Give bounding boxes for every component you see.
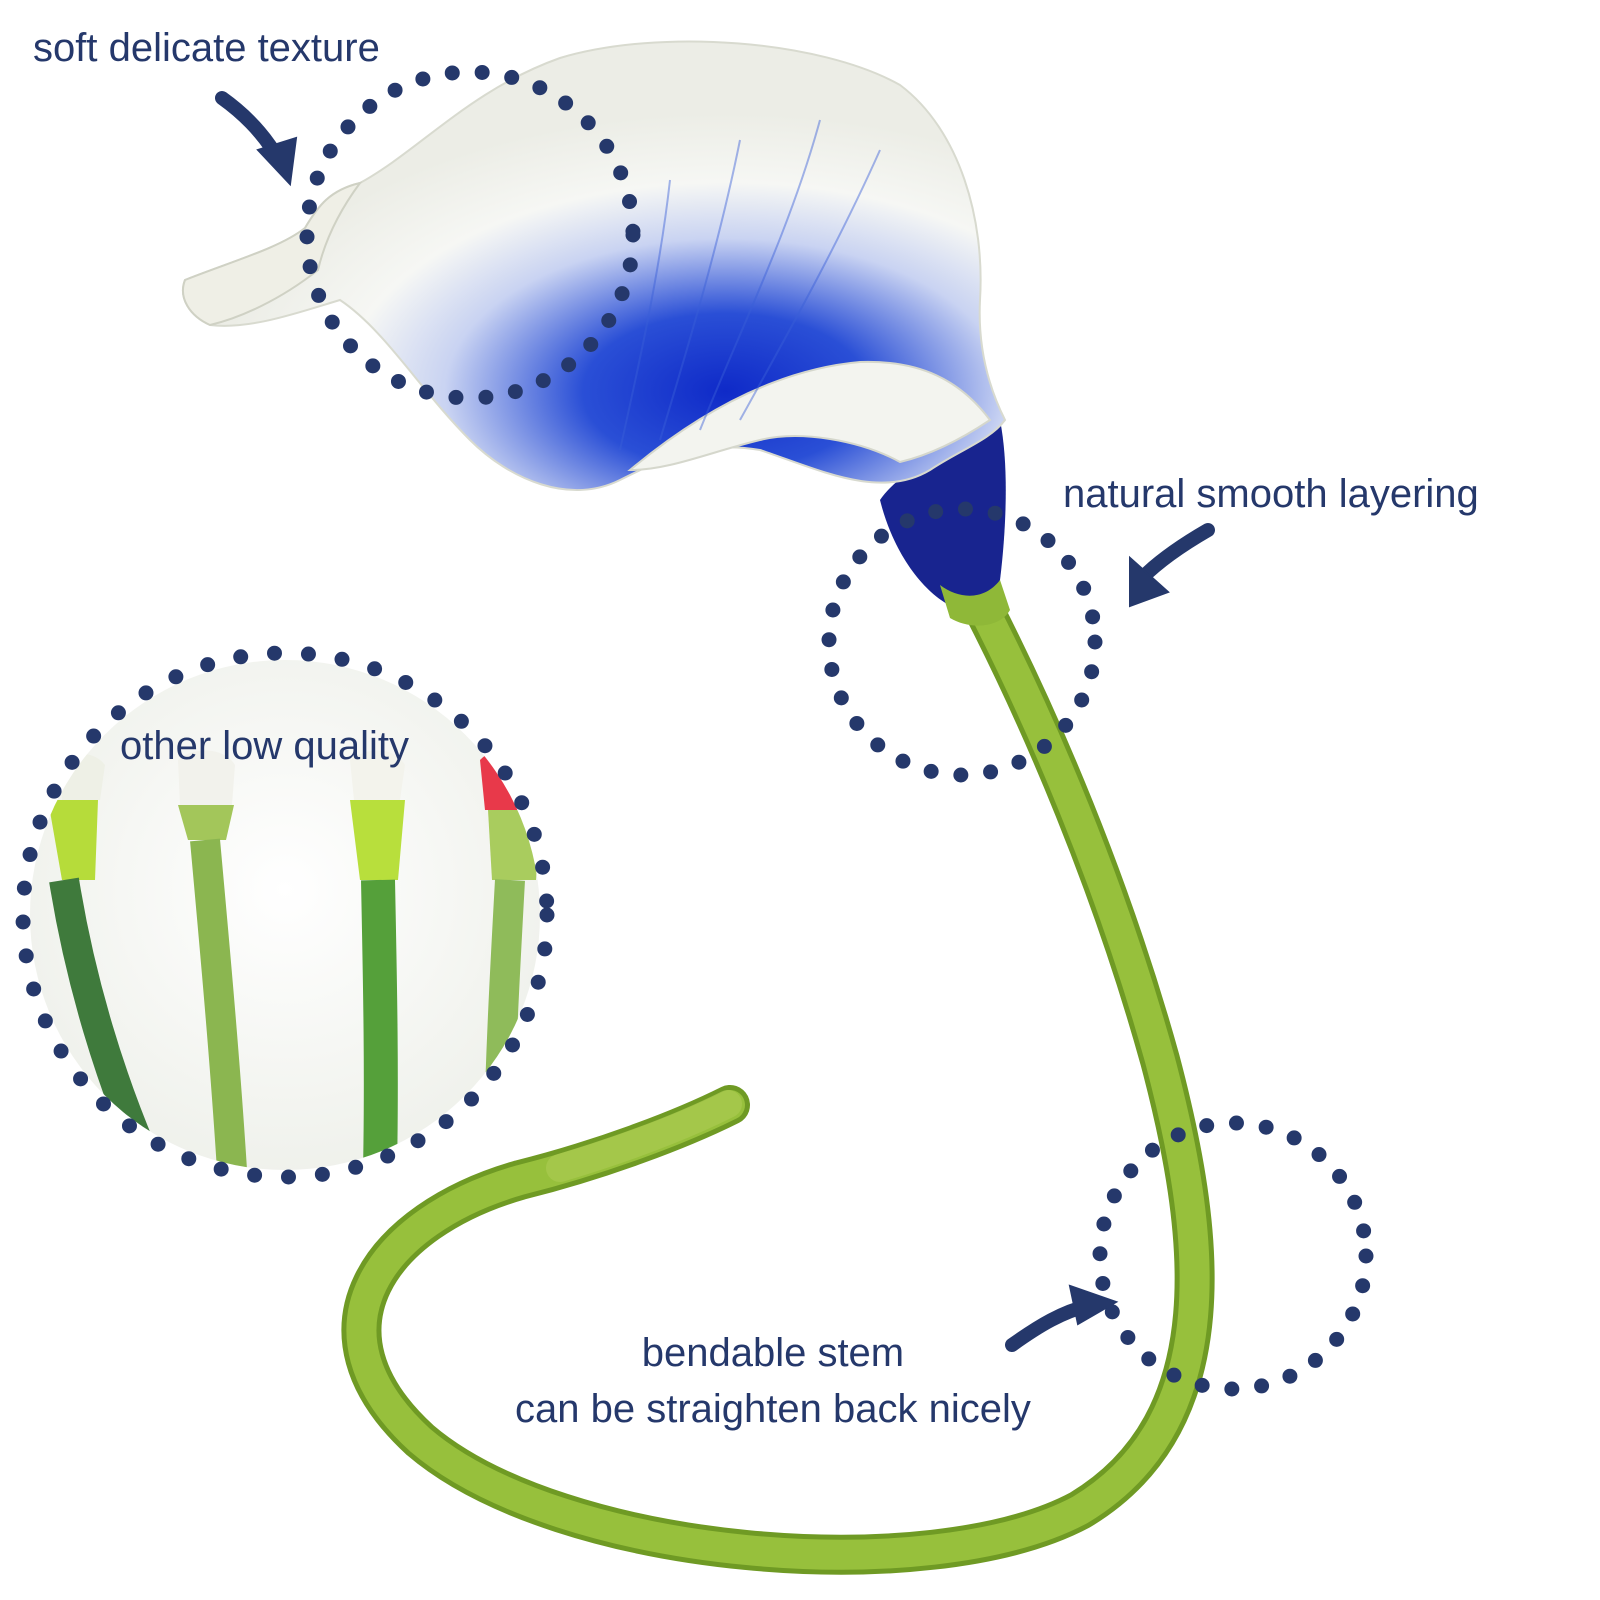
arrow-texture-icon: [215, 91, 298, 187]
annotation-low-quality: other low quality: [120, 724, 410, 768]
dotted-circle-layering: [821, 501, 1103, 783]
annotation-layering: natural smooth layering: [1063, 472, 1479, 516]
annotation-stem-line2: can be straighten back nicely: [515, 1387, 1031, 1431]
bendable-stem: [341, 592, 1215, 1575]
annotation-stem-line1: bendable stem: [641, 1331, 905, 1375]
arrow-layering-icon: [1129, 523, 1215, 608]
arrow-stem-icon: [1005, 1284, 1119, 1352]
annotation-texture: soft delicate texture: [33, 26, 380, 70]
dotted-circle-texture: [299, 64, 641, 406]
calla-lily-flower: [182, 40, 1010, 626]
dotted-circle-stem: [1092, 1115, 1374, 1397]
dotted-circle-low-quality: [15, 645, 555, 1185]
inset-stem-2: [178, 750, 247, 1170]
inset-stem-3: [350, 750, 405, 1170]
annotation-stem: bendable stem can be straighten back nic…: [515, 1325, 1031, 1437]
